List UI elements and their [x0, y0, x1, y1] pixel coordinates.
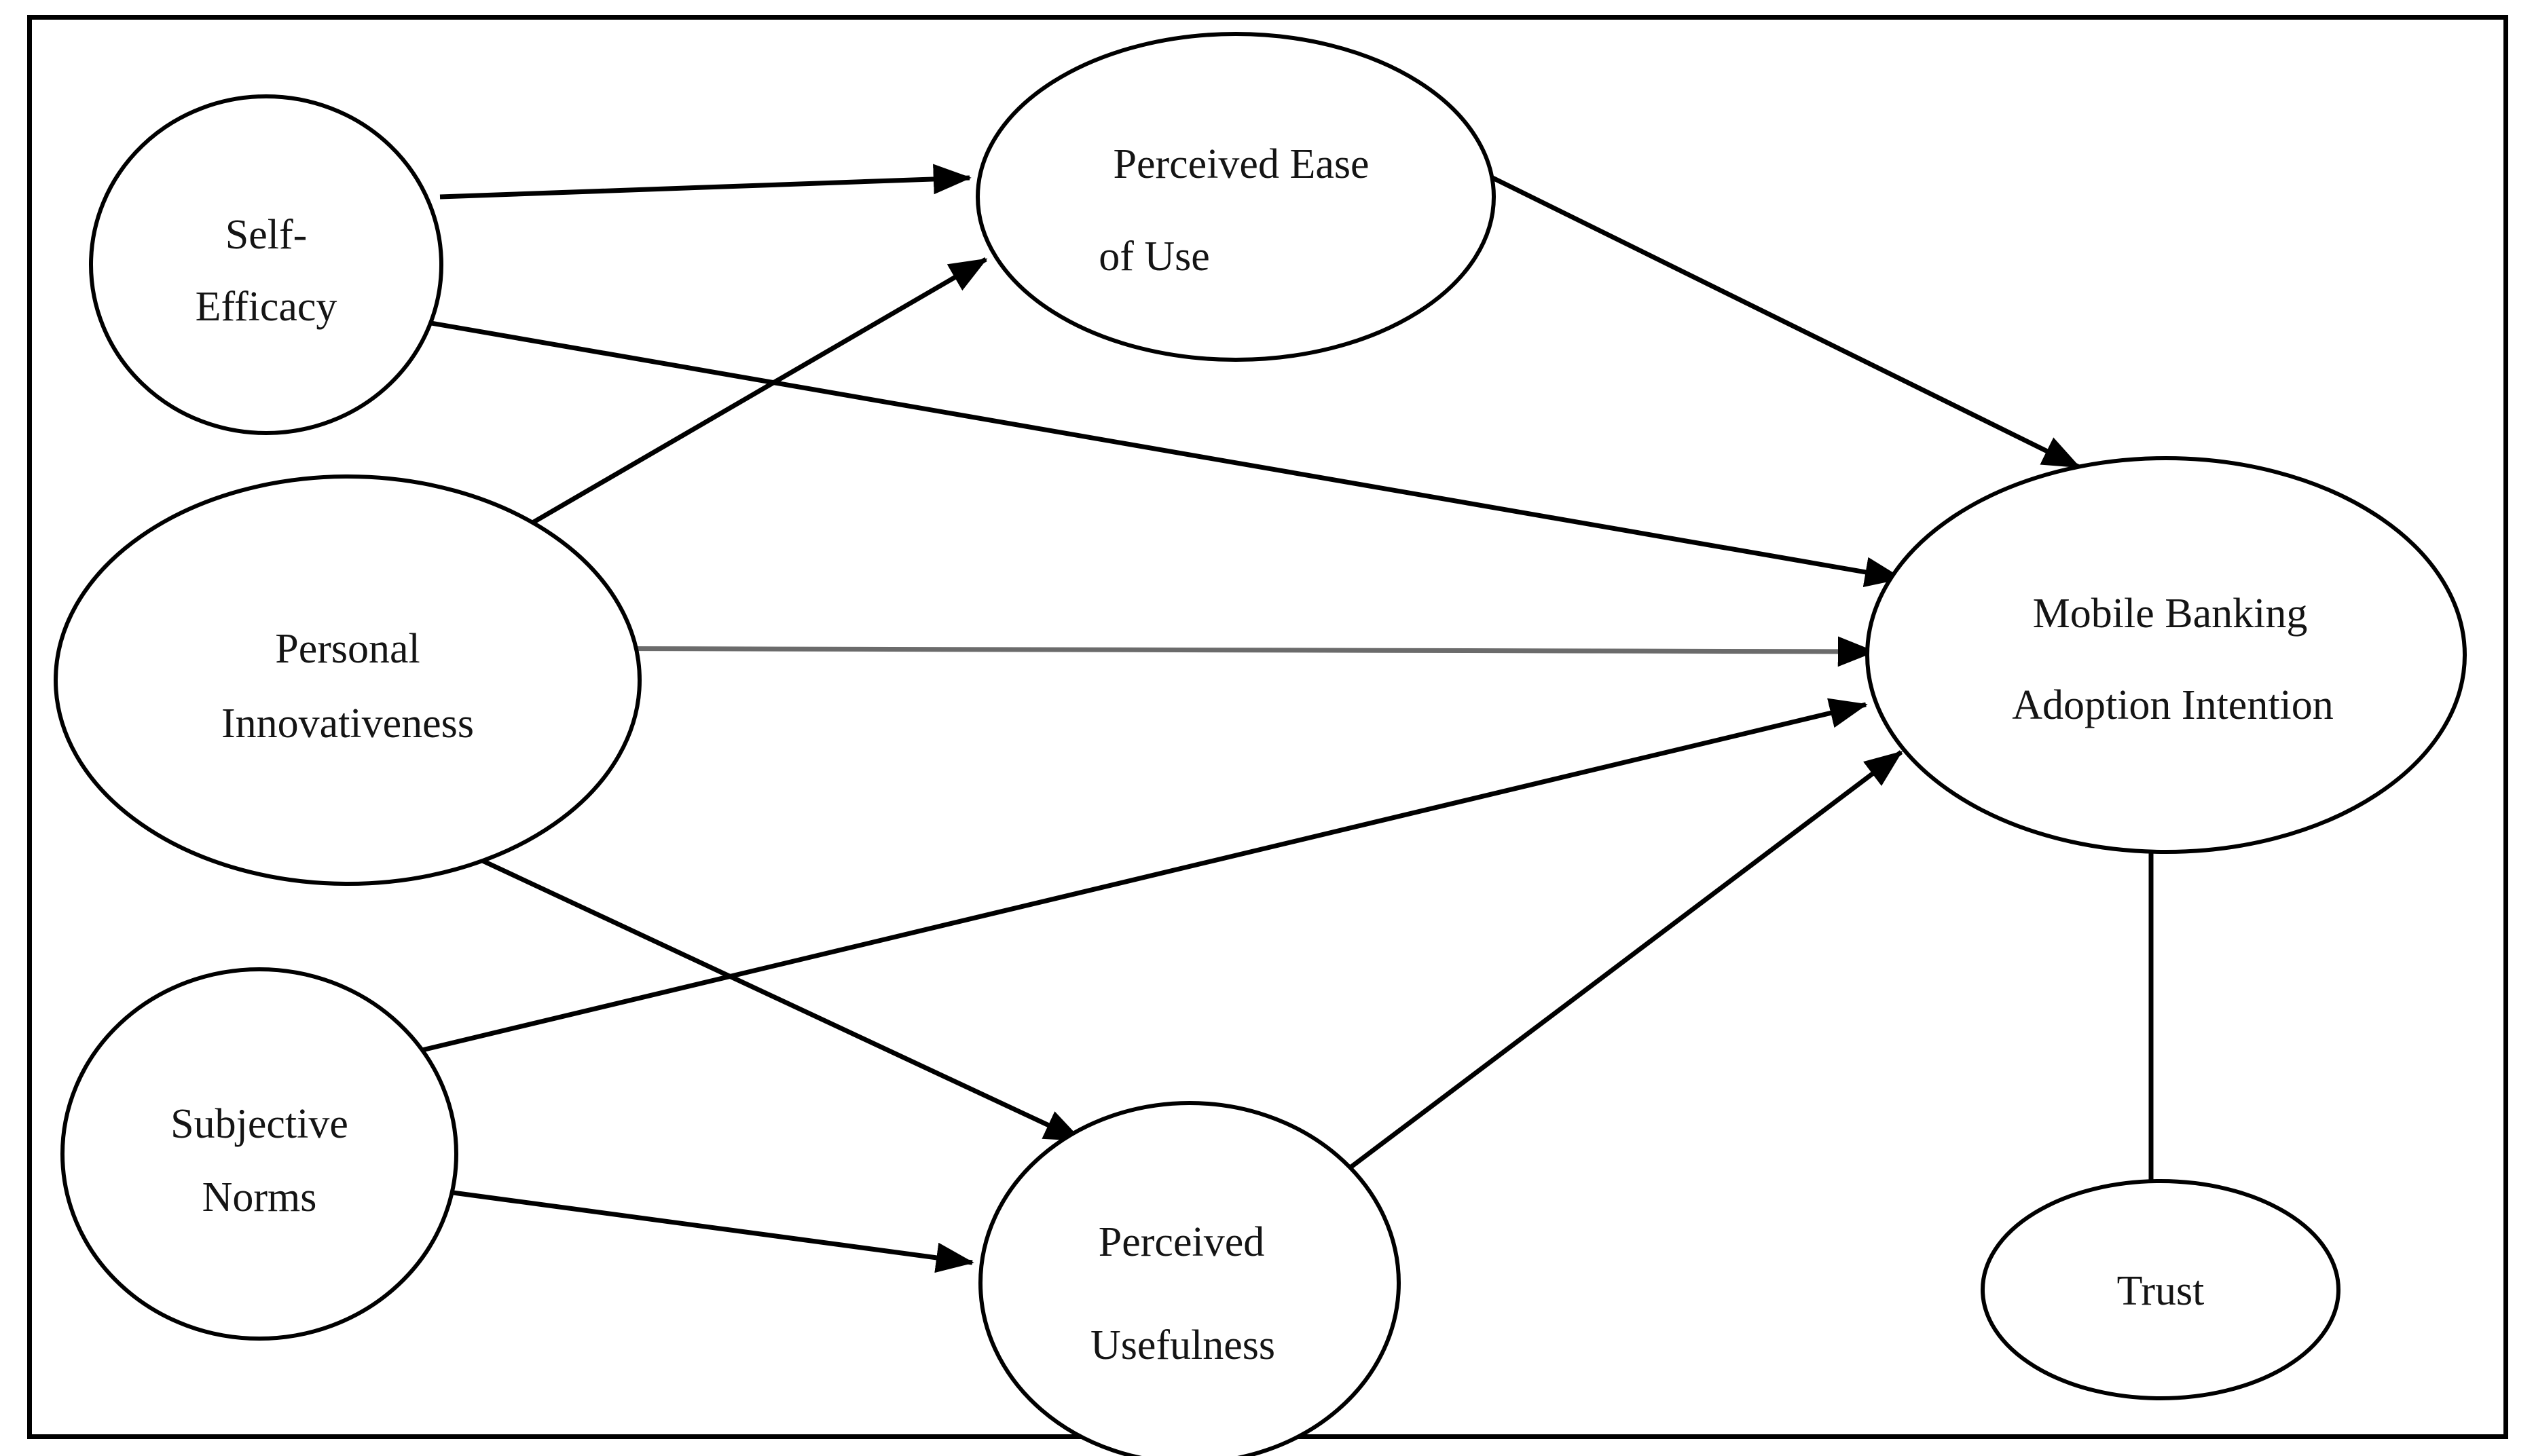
node-self-efficacy[interactable]: Self- Efficacy [89, 94, 443, 435]
trust-ellipse [1981, 1179, 2340, 1400]
edge-personal-innovativeness-to-mobile-banking-adoption-intention [475, 636, 1876, 667]
self-efficacy-label-line-2: Efficacy [196, 284, 337, 330]
subjective-norms-label-line-2: Norms [202, 1174, 317, 1220]
node-mobile-banking-adoption-intention[interactable]: Mobile Banking Adoption Intention [1865, 456, 2467, 854]
perceived-ease-of-use-ellipse [976, 32, 1496, 362]
subjective-norms-label-line-1: Subjective [170, 1101, 348, 1147]
edge-perceived-usefulness-to-mobile-banking-adoption-intention [1346, 750, 1903, 1171]
subjective-norms-ellipse [60, 967, 458, 1341]
perceived-usefulness-label-line-2: Usefulness [1090, 1322, 1275, 1368]
edge-self-efficacy-to-perceived-ease-of-use [439, 164, 972, 200]
node-personal-innovativeness[interactable]: Personal Innovativeness [54, 474, 642, 886]
trust-label: Trust [2117, 1268, 2205, 1314]
mobile-banking-adoption-intention-ellipse [1865, 456, 2467, 854]
perceived-usefulness-label-line-1: Perceived [1099, 1219, 1264, 1265]
node-perceived-usefulness[interactable]: Perceived Usefulness [978, 1101, 1401, 1456]
self-efficacy-label-line-1: Self- [225, 212, 308, 258]
edge-subjective-norms-to-mobile-banking-adoption-intention [396, 698, 1868, 1059]
node-subjective-norms[interactable]: Subjective Norms [60, 967, 458, 1341]
edge-subjective-norms-to-perceived-usefulness [427, 1187, 974, 1273]
perceived-usefulness-ellipse [978, 1101, 1401, 1456]
mobile-banking-adoption-intention-label-line-2: Adoption Intention [2012, 682, 2334, 728]
node-perceived-ease-of-use[interactable]: Perceived Ease of Use [976, 32, 1496, 362]
perceived-ease-of-use-label-line-2: of Use [1099, 234, 1210, 280]
node-trust[interactable]: Trust [1981, 1179, 2340, 1400]
personal-innovativeness-ellipse [54, 474, 642, 886]
perceived-ease-of-use-label-line-1: Perceived Ease [1114, 141, 1370, 187]
self-efficacy-ellipse [89, 94, 443, 435]
edge-personal-innovativeness-to-perceived-usefulness [455, 846, 1083, 1143]
edge-perceived-ease-of-use-to-mobile-banking-adoption-intention [1477, 168, 2081, 470]
mobile-banking-adoption-intention-label-line-1: Mobile Banking [2033, 591, 2308, 637]
personal-innovativeness-label-line-2: Innovativeness [221, 701, 474, 747]
edge-self-efficacy-to-mobile-banking-adoption-intention [415, 318, 1903, 587]
personal-innovativeness-label-line-1: Personal [275, 626, 420, 672]
